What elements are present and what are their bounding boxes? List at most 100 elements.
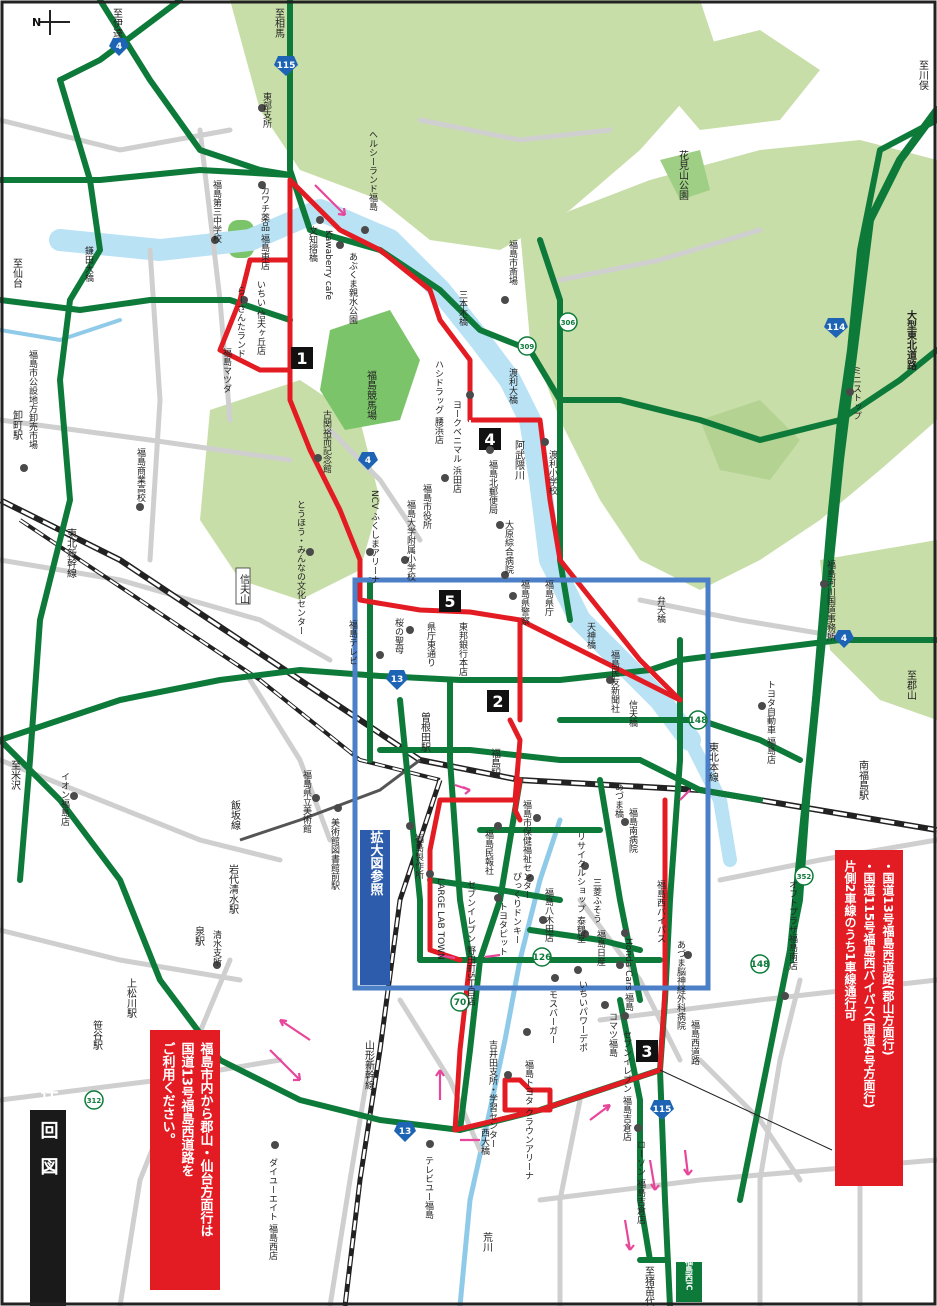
route-shield-114: 114 <box>824 318 848 338</box>
poi-art-museum: 福島県立美術館 <box>301 769 312 834</box>
left-notice: 福島市内から郡山・仙台方面行は 国道13号福島西道路を ご利用ください。 <box>150 1030 220 1290</box>
label-tohoku-shinkansen: 東北新幹線 <box>65 527 77 578</box>
route-shield-4-east: 4 <box>834 630 854 648</box>
poi-mojizuri-bridge: 文知摺橋 <box>307 225 318 263</box>
poi-seven-yoshikura: セブンイレブン 福島吉倉店 <box>621 1030 632 1142</box>
poi-raasanta-land: らーさんたランド <box>235 286 246 358</box>
detour-badge-2: 2 <box>487 690 509 712</box>
poi-yoshiida-branch: 吉井田支所・学習センター <box>487 1040 498 1148</box>
dest-yonezawa: 至米沢 <box>9 760 21 791</box>
poi-watari-elementary: 渡利小学校 <box>547 449 558 496</box>
label-tenjin-bridge: 天神橋 <box>585 622 596 650</box>
poi-komatsu: コマツ福島 <box>607 1012 618 1058</box>
poi-shimizu-branch: 清水支所 <box>211 929 222 967</box>
poi-ohara-hospital: 大原綜合病院 <box>503 519 514 575</box>
label-sone-station: 曽根田駅 <box>419 711 431 753</box>
label-nishi-ohashi: 西大橋 <box>479 1128 490 1156</box>
label-tohoku-line: 東北本線 <box>707 741 719 782</box>
poi-minyu-shimbun: 福島民友新聞社 <box>609 649 620 714</box>
poi-toyota-pit: トヨタピット <box>497 902 508 956</box>
poi-sakura-seibo: 桜の聖母 <box>393 617 404 655</box>
route-shields: 4 4 4 13 13 115 115 114 148 148 126 70 3… <box>84 38 854 1302</box>
poi-city-hall: 福島市役所 <box>421 483 432 530</box>
poi-offt-plaza: オフトプラザ福島南店 <box>787 880 798 971</box>
poi-tbs-fukushima: テレビユー福島 <box>423 1156 434 1220</box>
poi-fukushima-mazda: 福島マツダ <box>221 347 232 393</box>
route-shield-70: 70 <box>450 992 470 1012</box>
poi-toyota-fukushima: トヨタ自動車 福島店 <box>765 680 776 765</box>
label-abukuma-river: 阿武隈川 <box>513 440 525 480</box>
detour-badge-1: 1 <box>291 347 313 369</box>
route-shield-115-south: 115 <box>650 1100 674 1120</box>
poi-commercial-high: 福島商業高校 <box>135 447 146 503</box>
dest-soma: 至相馬 <box>273 8 285 39</box>
inset-box <box>352 577 711 991</box>
right-notice: ・国道13号福島西道路(郡山方面行) ・国道115号福島西バイパス(国道4号方面… <box>835 850 903 1186</box>
rivers <box>0 199 737 1306</box>
svg-text:4: 4 <box>365 456 371 466</box>
svg-text:148: 148 <box>751 960 770 970</box>
label-watari-bridge: 渡利大橋 <box>507 367 518 405</box>
left-notice-line-3: ご利用ください。 <box>160 1041 177 1146</box>
route-shield-148-b: 148 <box>750 954 770 974</box>
label-iwashiro-station: 岩代清水駅 <box>227 863 239 915</box>
page-title: 迂 回 図 <box>38 1085 59 1176</box>
label-hanamiyama: 花見山公園 <box>677 149 689 201</box>
detour-badge-4: 4 <box>479 428 501 450</box>
poi-toho-bank: 東邦銀行本店 <box>457 621 468 677</box>
svg-text:4: 4 <box>841 634 847 644</box>
poi-kawachi: カワチ薬品 福島東店 <box>259 186 270 271</box>
poi-seisakusho: 福島製作所 <box>413 833 424 880</box>
left-notice-line-2: 国道13号福島西道路を <box>179 1042 196 1178</box>
svg-text:5: 5 <box>444 592 455 611</box>
svg-text:115: 115 <box>277 61 296 71</box>
route-shield-115-north: 115 <box>274 56 298 76</box>
label-nishi-road: 福島西道路 <box>689 1019 700 1066</box>
route-shield-126: 126 <box>532 947 552 967</box>
map-labels: 至伊達 至相馬 至川俣 至仙台 至米沢 至郡山 至猪苗代 東北新幹線 東北本線 … <box>9 8 929 1306</box>
dest-inawashiro: 至猪苗代 <box>643 1266 655 1306</box>
poi-nissan: 福島日産 <box>595 929 606 967</box>
detour-badge-5: 5 <box>439 590 461 612</box>
route-shield-4-mid: 4 <box>358 452 378 470</box>
poi-kawaberry-cafe: Kawaberry cafe <box>323 230 333 300</box>
route-shield-309: 309 <box>517 336 537 356</box>
poi-mos-burger: モスバーガー <box>547 990 558 1044</box>
route-shield-306: 306 <box>558 312 578 332</box>
svg-text:114: 114 <box>827 323 846 333</box>
poi-saijo: 福島市斎場 <box>507 239 518 286</box>
poi-ministop: ミニストップ <box>851 366 862 420</box>
svg-text:312: 312 <box>87 1097 102 1105</box>
poi-minpo: 福島民報社 <box>483 829 494 876</box>
compass-letter: N <box>32 16 41 29</box>
label-benten-bridge: 弁天橋 <box>655 595 666 624</box>
poi-honda-cars: Honda Cars 福島 <box>623 938 634 1012</box>
poi-markers <box>20 104 854 1149</box>
poi-mitsubishi-fuso: 三菱ふそう <box>591 878 602 923</box>
label-yamagata-shinkansen: 山形新幹線 <box>363 1040 375 1090</box>
route-shield-13-north: 13 <box>386 670 408 690</box>
poi-large-lab-town: LARGE LAB TOWN <box>435 878 445 960</box>
label-sanbongi-bridge: 三本木橋 <box>457 290 468 327</box>
poi-yorkbenimaru: ヨークベニマル 浜田店 <box>451 400 462 494</box>
route-shield-4-north: 4 <box>109 38 129 56</box>
svg-text:3: 3 <box>641 1042 652 1061</box>
label-sasaya-station: 笹谷駅 <box>91 1019 103 1051</box>
dest-koriyama: 至郡山 <box>905 670 917 700</box>
label-arakawa: 荒川 <box>481 1232 493 1252</box>
label-izumi-station: 泉駅 <box>193 925 205 947</box>
route-shield-352: 352 <box>794 866 814 886</box>
poi-river-office: 福島河川国道事務所 <box>825 559 836 642</box>
poi-post-office: 福島北郵便局 <box>487 459 498 515</box>
svg-text:352: 352 <box>797 873 812 881</box>
label-fukushima-station: 福島駅 <box>489 747 501 779</box>
poi-recycle-shop: リサイクルショップ 泰鶴堂 <box>575 832 586 943</box>
inset-ref-text: 右記拡大図参照 <box>368 804 385 897</box>
label-kamimatsukawa-station: 上松川駅 <box>125 978 137 1019</box>
label-shinobu-bridge: 信夫橋 <box>627 699 638 728</box>
poi-ncv-arena: NCV ふくしまアリーナ <box>369 490 380 584</box>
right-notice-line-3: 片側2車線のうち1車線通行可 <box>843 859 857 1022</box>
nishi-ic-badge: 福島西IC <box>676 1257 702 1302</box>
svg-text:148: 148 <box>689 716 708 726</box>
